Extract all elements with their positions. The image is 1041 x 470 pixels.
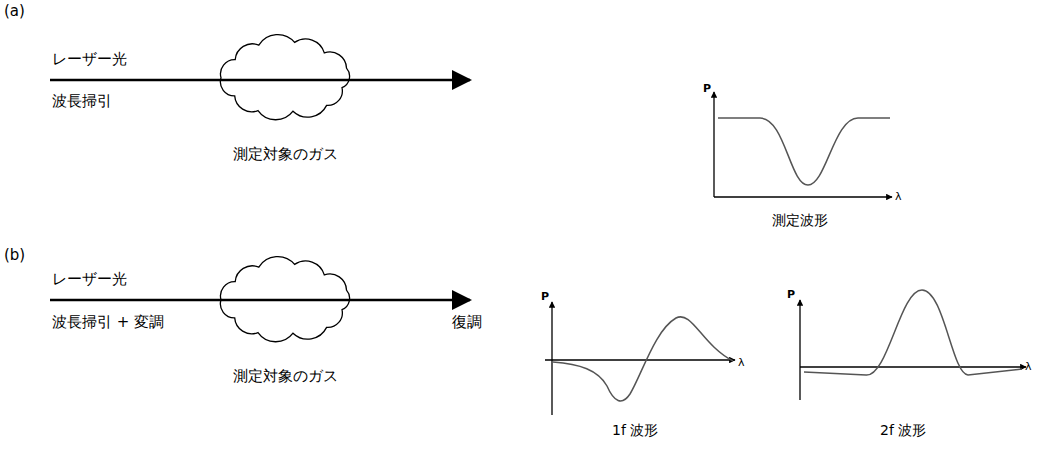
text-label: 波長掃引 + 変調 — [52, 313, 164, 331]
cloud-outline — [205, 250, 365, 385]
gas-cloud: 測定対象のガス — [205, 250, 365, 385]
plot-axes — [714, 92, 892, 197]
first-harmonic-curve — [553, 317, 733, 401]
text-label: (a) — [4, 2, 25, 20]
text-label: 1f 波形 — [612, 422, 658, 439]
text-label: 2f 波形 — [880, 422, 926, 439]
text-label: 復調 — [452, 313, 482, 331]
cloud-caption: 測定対象のガス — [229, 367, 342, 385]
absorption-curve — [718, 118, 890, 185]
axis-label: P — [787, 288, 795, 301]
laser-beam — [50, 299, 470, 302]
axis-label: P — [703, 82, 711, 95]
plot-axes — [800, 300, 1026, 400]
axis-label: λ — [738, 356, 745, 369]
cloud-shape — [220, 257, 349, 342]
second-harmonic-curve — [804, 290, 1022, 375]
cloud-outline — [205, 28, 365, 163]
cloud-caption: 測定対象のガス — [229, 145, 342, 163]
cloud-shape — [220, 35, 349, 120]
text-label: レーザー光 — [52, 270, 127, 288]
plot-axes — [545, 302, 735, 415]
axis-label: λ — [895, 190, 902, 203]
text-label: (b) — [4, 246, 25, 264]
text-label: 測定波形 — [772, 212, 828, 229]
text-label: 波長掃引 — [52, 92, 112, 110]
axis-label: λ — [1025, 360, 1032, 373]
text-label: レーザー光 — [52, 50, 127, 68]
gas-cloud: 測定対象のガス — [205, 28, 365, 163]
laser-beam — [50, 79, 470, 82]
axis-label: P — [541, 290, 549, 303]
